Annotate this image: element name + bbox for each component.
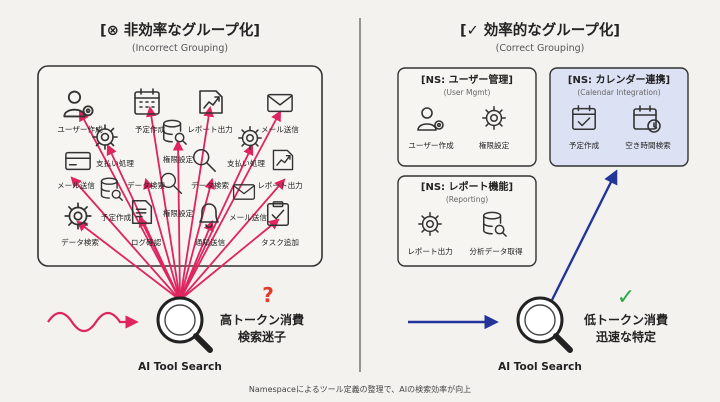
chaos-arrow xyxy=(179,177,215,301)
tool-label: 権限設定 xyxy=(479,140,510,150)
wavy-input-arrow xyxy=(47,311,139,333)
namespace-title: [NS: レポート機能] xyxy=(421,180,513,193)
tool-label: メール送信 xyxy=(57,180,95,190)
tool-label: 予定作成 xyxy=(101,212,132,222)
chaos-arrow xyxy=(145,105,181,301)
left-result-line2: 検索迷子 xyxy=(238,329,286,344)
tool-label: ユーザー作成 xyxy=(408,140,454,150)
ai-tool-search-right-icon xyxy=(516,296,573,353)
tool-label: ユーザー作成 xyxy=(57,124,103,134)
chaos-arrow xyxy=(179,105,215,301)
chaos-arrow xyxy=(78,110,181,301)
bottom-caption: Namespaceによるツール定義の整理で、AIの検索効率が向上 xyxy=(249,384,471,394)
chaos-arrow xyxy=(179,218,280,301)
tool-label: 予定作成 xyxy=(569,140,600,150)
tool-label: 権限設定 xyxy=(163,208,194,218)
tool-label: レポート出力 xyxy=(257,180,303,190)
chaos-arrow xyxy=(143,177,181,301)
check-mark-icon: ✓ xyxy=(617,285,635,310)
chaos-arrow xyxy=(179,110,282,301)
tool-label: レポート出力 xyxy=(407,246,453,256)
left-subtitle: (Incorrect Grouping) xyxy=(132,43,228,54)
namespace-subtitle: (Reporting) xyxy=(446,195,488,204)
tool-label: データ検索 xyxy=(191,180,229,190)
ai-tool-search-left-icon xyxy=(156,296,213,353)
tool-label: 予定作成 xyxy=(135,124,166,134)
question-mark-icon: ? xyxy=(262,283,274,307)
namespace-title: [NS: ユーザー管理] xyxy=(421,73,513,86)
chaos-arrow xyxy=(172,139,184,301)
right-subtitle: (Correct Grouping) xyxy=(496,43,585,54)
tool-label: 分析データ取得 xyxy=(469,246,523,256)
direct-target-arrow xyxy=(550,169,618,301)
namespace-title: [NS: カレンダー連携] xyxy=(568,73,670,86)
left-result-line1: 高トークン消費 xyxy=(220,312,304,327)
tool-label: 空き時間検索 xyxy=(625,140,671,150)
right-result-line1: 低トークン消費 xyxy=(583,312,668,327)
chaotic-arrows xyxy=(70,105,286,301)
tool-label: データ検索 xyxy=(127,180,165,190)
right-title: [✓ 効率的なグループ化] xyxy=(460,21,620,39)
tool-label: メール送信 xyxy=(229,212,267,222)
namespace-subtitle: (User Mgmt) xyxy=(444,88,491,97)
ai-tool-search-right-label: AI Tool Search xyxy=(498,361,582,373)
tool-label: メール送信 xyxy=(261,124,299,134)
chaos-arrow xyxy=(138,216,181,301)
chaos-arrow xyxy=(76,220,181,301)
chaos-arrow xyxy=(179,178,286,301)
tool-label: 通知送信 xyxy=(195,237,226,247)
tool-label: データ検索 xyxy=(61,237,99,247)
chaos-arrow xyxy=(179,144,254,301)
right-result-line2: 迅速な特定 xyxy=(596,329,656,344)
namespace-subtitle: (Calendar Integration) xyxy=(577,88,660,97)
namespace-user-mgmt-box xyxy=(397,67,537,167)
tool-label: 支払い処理 xyxy=(96,158,134,168)
tool-label: 権限設定 xyxy=(163,154,194,164)
left-title: [⊗ 非効率なグループ化] xyxy=(100,21,260,39)
ai-tool-search-left-label: AI Tool Search xyxy=(138,361,222,373)
namespace-calendar-box xyxy=(549,67,689,167)
chaos-arrow xyxy=(70,176,181,301)
tool-label: ログ確認 xyxy=(131,237,162,247)
tool-label: レポート出力 xyxy=(187,124,233,134)
tool-label: タスク追加 xyxy=(261,237,299,247)
namespace-reporting-box xyxy=(397,175,537,267)
chaos-arrow xyxy=(179,220,214,301)
tool-label: 支払い処理 xyxy=(227,158,265,168)
